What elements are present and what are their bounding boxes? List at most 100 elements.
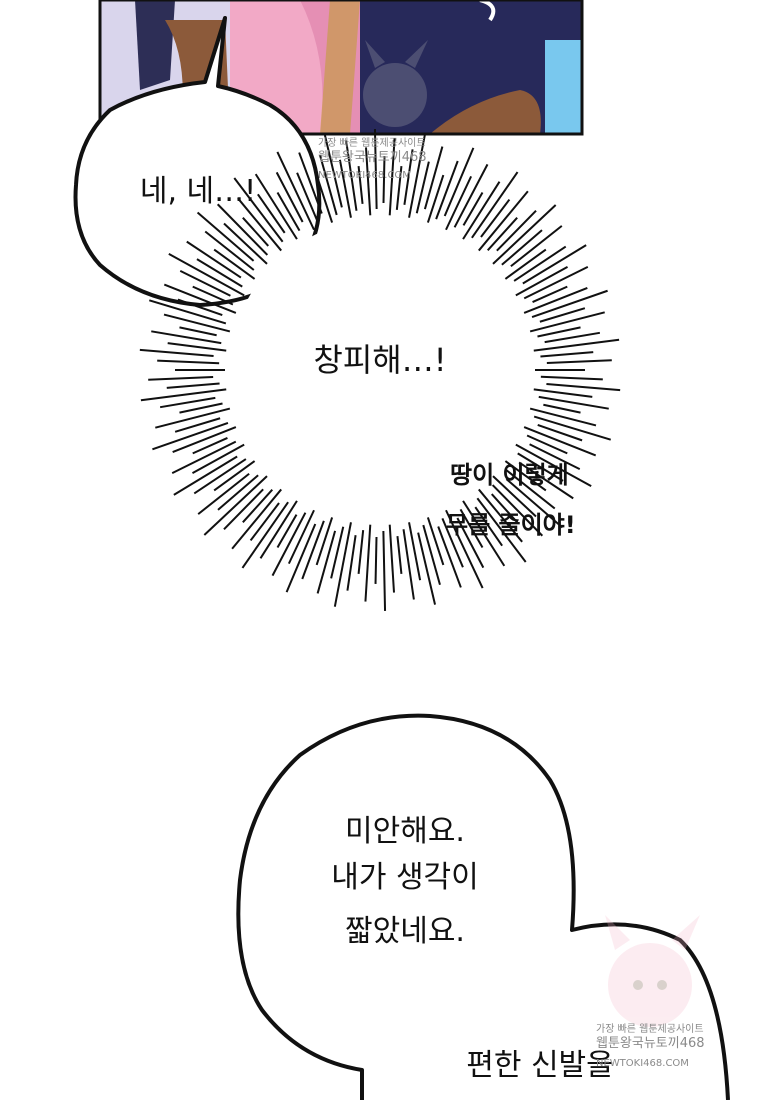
- burst-ray: [459, 508, 484, 549]
- burst-ray: [151, 330, 222, 345]
- burst-ray: [522, 244, 587, 285]
- bubble-bottom-line-2: 내가 생각이: [331, 860, 479, 895]
- burst-ray: [478, 488, 523, 543]
- burst-ray: [492, 475, 537, 518]
- burst-ray: [196, 258, 243, 288]
- burst-ray: [388, 138, 396, 216]
- watermark-bottom-line-3: NEWTOKI468.COM: [596, 1058, 689, 1069]
- burst-ray: [540, 375, 603, 381]
- burst-ray: [186, 240, 242, 279]
- burst-ray: [345, 140, 358, 211]
- sfx-line-1: 땅이 이렇게: [450, 461, 569, 489]
- burst-ray: [192, 437, 228, 455]
- burst-ray: [546, 382, 621, 392]
- burst-ray: [504, 460, 547, 492]
- burst-ray: [417, 532, 437, 605]
- burst-ray: [382, 156, 386, 204]
- watermark-top-line-2: 웹툰왕국뉴토끼468: [318, 150, 427, 165]
- burst-ray: [478, 190, 529, 252]
- burst-ray: [233, 177, 284, 243]
- burst-ray: [515, 443, 592, 487]
- burst-ray: [517, 452, 564, 482]
- burst-ray: [504, 248, 547, 280]
- watermark-top-line-3: NEWTOKI468.COM: [318, 170, 411, 181]
- burst-ray: [523, 286, 588, 314]
- burst-ray: [172, 426, 237, 454]
- burst-ray: [526, 434, 568, 455]
- burst-ray: [443, 147, 475, 217]
- burst-ray: [441, 518, 464, 568]
- burst-ray: [242, 488, 274, 524]
- burst-ray: [456, 517, 485, 569]
- burst-ray: [523, 265, 589, 300]
- burst-ray: [216, 203, 269, 256]
- burst-ray: [491, 484, 544, 537]
- burst-ray: [505, 478, 564, 529]
- burst-ray: [197, 472, 250, 515]
- burst-ray: [435, 160, 459, 220]
- burst-ray: [538, 395, 609, 410]
- burst-ray: [415, 161, 430, 214]
- burst-lines: [139, 129, 621, 611]
- burst-ray: [531, 289, 608, 318]
- burst-ray: [426, 174, 445, 223]
- burst-ray: [364, 524, 372, 602]
- burst-ray: [437, 526, 462, 588]
- burst-ray: [491, 493, 518, 524]
- burst-ray: [148, 299, 227, 325]
- watermark-bottom-line-1: 가장 빠른 웹툰제공사이트: [596, 1024, 704, 1035]
- burst-ray: [315, 517, 334, 566]
- burst-ray: [422, 524, 441, 586]
- burst-ray: [357, 166, 364, 205]
- burst-ray: [537, 326, 581, 338]
- burst-ray: [319, 154, 338, 216]
- burst-ray: [298, 152, 323, 214]
- burst-ray: [241, 501, 289, 569]
- burst-ray: [492, 204, 557, 265]
- burst-center: [230, 220, 530, 520]
- burst-ray: [423, 146, 444, 210]
- burst-ray: [462, 500, 506, 567]
- burst-ray: [271, 512, 307, 577]
- burst-ray: [257, 193, 286, 234]
- burst-ray: [167, 342, 227, 352]
- burst-ray: [139, 348, 214, 358]
- burst-ray: [174, 417, 221, 433]
- bubble-bottom-line-1: 미안해요.: [345, 814, 465, 849]
- burst-ray: [382, 530, 387, 611]
- watermark-top-line-1: 가장 빠른 웹툰제공사이트: [318, 138, 426, 149]
- burst-ray: [179, 269, 231, 297]
- burst-ray: [510, 225, 563, 268]
- burst-ray: [544, 331, 601, 344]
- burst-ray: [173, 455, 238, 496]
- burst-ray: [426, 517, 445, 566]
- burst-ray: [402, 529, 415, 600]
- burst-ray: [217, 474, 259, 511]
- burst-ray: [373, 129, 378, 210]
- burst-ray: [157, 359, 220, 365]
- burst-ray: [177, 298, 223, 317]
- burst-ray: [505, 469, 556, 510]
- burst-ray: [388, 524, 396, 593]
- burst-ray: [237, 197, 282, 252]
- burst-ray: [529, 407, 597, 427]
- burst-ray: [474, 506, 503, 547]
- burst-ray: [333, 522, 352, 607]
- burst-ray: [259, 500, 298, 559]
- burst-ray: [301, 520, 325, 580]
- burst-ray: [213, 460, 256, 492]
- burst-ray: [496, 209, 537, 252]
- burst-ray: [346, 535, 357, 591]
- burst-ray: [403, 149, 414, 205]
- burst-ray: [254, 173, 298, 240]
- burst-ray: [323, 135, 343, 208]
- burst-ray: [203, 475, 268, 536]
- burst-ray: [285, 523, 317, 593]
- burst-ray: [513, 245, 567, 282]
- burst-ray: [276, 514, 298, 549]
- burst-ray: [357, 530, 365, 574]
- burst-ray: [537, 423, 583, 442]
- burst-text: 창피해…!: [313, 341, 447, 379]
- burst-ray: [191, 443, 245, 474]
